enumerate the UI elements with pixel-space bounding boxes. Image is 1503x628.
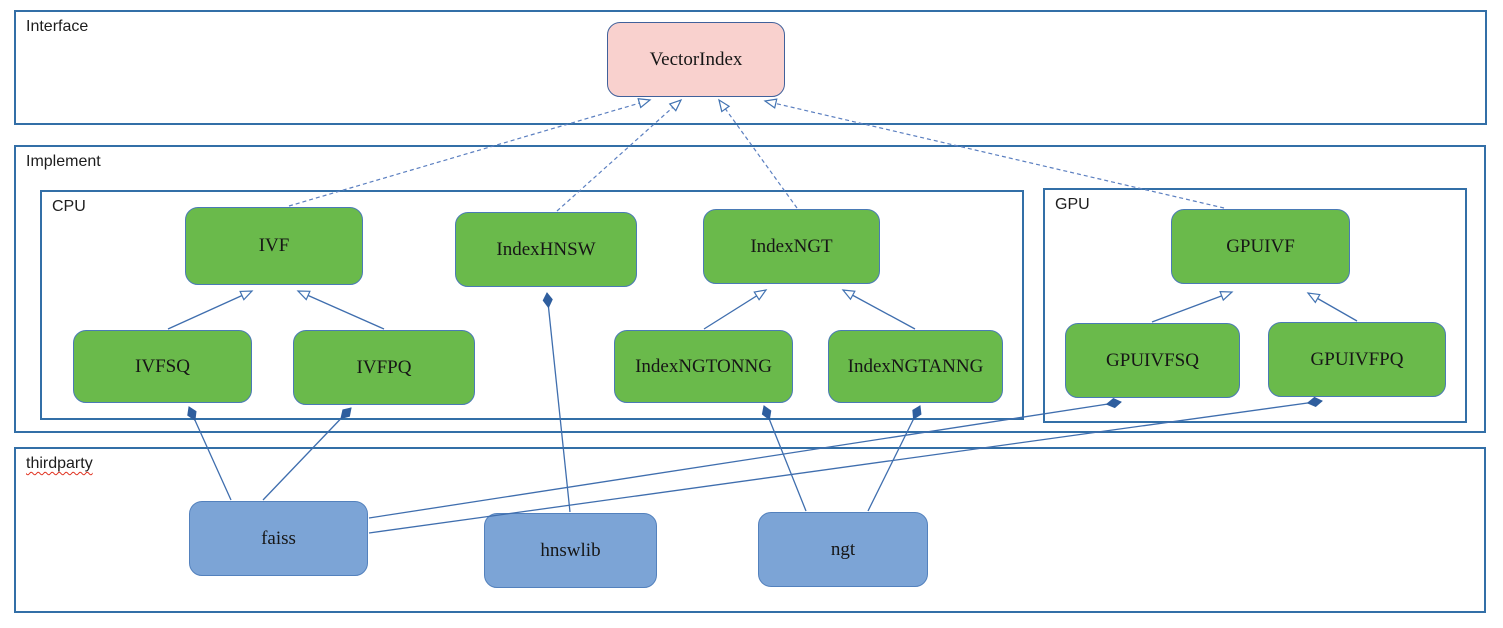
- node-faiss[interactable]: faiss: [189, 501, 368, 576]
- node-indexngt[interactable]: IndexNGT: [703, 209, 880, 284]
- node-faiss-label: faiss: [261, 527, 296, 549]
- section-interface-label: Interface: [26, 18, 89, 35]
- section-gpu-label: GPU: [1055, 196, 1090, 213]
- node-indexhnsw[interactable]: IndexHNSW: [455, 212, 637, 287]
- node-hnswlib-label: hnswlib: [540, 539, 601, 561]
- node-gpuivf[interactable]: GPUIVF: [1171, 209, 1350, 284]
- node-indexngtanng-label: IndexNGTANNG: [847, 355, 984, 377]
- node-ivf[interactable]: IVF: [185, 207, 363, 285]
- node-gpuivfpq-label: GPUIVFPQ: [1310, 348, 1404, 370]
- node-indexngt-label: IndexNGT: [750, 235, 833, 257]
- node-hnswlib[interactable]: hnswlib: [484, 513, 657, 588]
- node-ngt-label: ngt: [830, 538, 856, 560]
- node-ivf-label: IVF: [258, 235, 290, 256]
- node-ivfsq[interactable]: IVFSQ: [73, 330, 252, 403]
- node-ivfpq[interactable]: IVFPQ: [293, 330, 475, 405]
- node-indexhnsw-label: IndexHNSW: [496, 238, 596, 260]
- node-gpuivf-label: GPUIVF: [1226, 235, 1295, 257]
- section-cpu-label: CPU: [52, 198, 86, 215]
- node-indexngtonng-label: IndexNGTONNG: [635, 355, 772, 377]
- section-implement-label: Implement: [26, 153, 101, 170]
- section-thirdparty-label: thirdparty: [26, 455, 93, 472]
- node-gpuivfpq[interactable]: GPUIVFPQ: [1268, 322, 1446, 397]
- node-vectorindex-label: VectorIndex: [649, 48, 743, 70]
- node-vectorindex[interactable]: VectorIndex: [607, 22, 785, 97]
- node-ivfpq-label: IVFPQ: [356, 356, 412, 378]
- node-ivfsq-label: IVFSQ: [135, 355, 190, 377]
- node-ngt[interactable]: ngt: [758, 512, 928, 587]
- node-gpuivfsq-label: GPUIVFSQ: [1106, 349, 1199, 371]
- node-indexngtanng[interactable]: IndexNGTANNG: [828, 330, 1003, 403]
- node-gpuivfsq[interactable]: GPUIVFSQ: [1065, 323, 1240, 398]
- node-indexngtonng[interactable]: IndexNGTONNG: [614, 330, 793, 403]
